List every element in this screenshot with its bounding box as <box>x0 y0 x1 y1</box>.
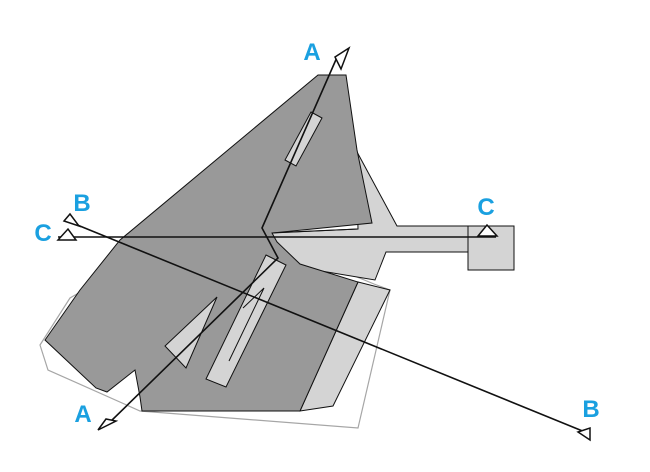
inner-parallelogram <box>205 254 287 388</box>
section-b-left-arrow-icon <box>62 212 82 228</box>
inner-notch-line <box>271 228 359 234</box>
label-c-left: C <box>34 220 51 247</box>
label-a-top: A <box>303 39 320 66</box>
label-b-left: B <box>73 190 90 217</box>
section-c-right-arrow-icon <box>476 223 499 237</box>
label-c-right: C <box>477 194 494 221</box>
label-a-bottom: A <box>74 401 91 428</box>
section-b-right-arrow-icon <box>576 426 591 442</box>
section-c-left-arrow-icon <box>56 227 78 241</box>
section-line-b <box>69 221 586 433</box>
label-b-right: B <box>582 396 599 423</box>
inner-zigzag <box>228 287 265 362</box>
section-line-a <box>108 54 339 424</box>
section-a-bottom-arrow-icon <box>97 418 119 431</box>
inner-rect-top <box>284 111 323 167</box>
section-a-top-arrow-icon <box>334 46 351 71</box>
